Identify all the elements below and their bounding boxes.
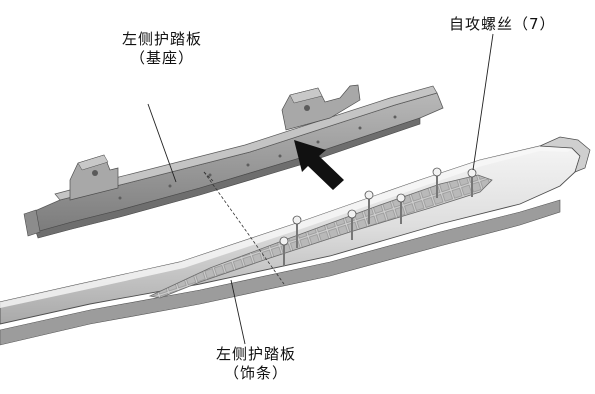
screw — [347, 209, 357, 240]
leader-base — [147, 103, 177, 183]
label-screw-text: 自攻螺丝（7） — [449, 15, 556, 33]
alignment-lines — [203, 171, 285, 285]
leader-lines — [147, 33, 494, 345]
screw — [467, 168, 477, 197]
running-board-trim — [0, 136, 591, 346]
install-direction-arrow — [294, 140, 344, 190]
label-trim-line2: （饰条） — [223, 364, 288, 382]
label-running-board-base: 左侧护踏板 （基座） — [96, 30, 228, 68]
label-trim-line1: 左侧护踏板 — [215, 345, 296, 363]
label-running-board-trim: 左侧护踏板 （饰条） — [190, 345, 322, 383]
label-base-line2: （基座） — [129, 49, 194, 67]
leader-trim — [230, 279, 246, 345]
screw — [364, 190, 374, 224]
label-base-line1: 左侧护踏板 — [121, 30, 202, 48]
screw — [292, 215, 302, 248]
label-tapping-screws: 自攻螺丝（7） — [449, 15, 556, 34]
screw — [396, 193, 406, 224]
leader-screw — [472, 33, 494, 171]
tapping-screws — [279, 167, 477, 266]
running-board-base — [23, 84, 444, 239]
screw — [279, 236, 289, 266]
screw — [432, 167, 442, 198]
